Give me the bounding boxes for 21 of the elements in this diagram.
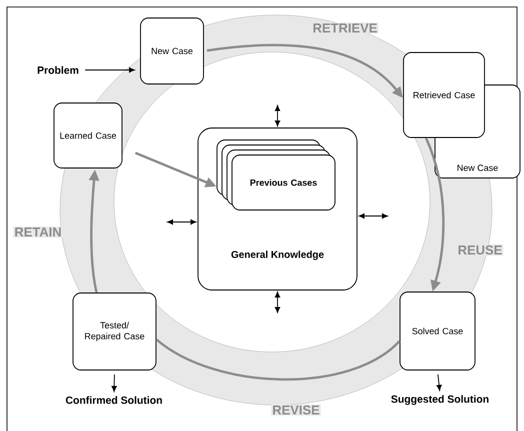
edge-label: REUSE bbox=[456, 244, 504, 256]
text-label: Confirmed Solution bbox=[66, 396, 162, 404]
arrow bbox=[84, 67, 135, 73]
case-box: Tested/ Repaired Case bbox=[72, 292, 156, 370]
case-box: New Case bbox=[140, 18, 204, 84]
edge-label: RETRIEVE bbox=[312, 22, 378, 34]
arrow bbox=[436, 374, 442, 391]
text-label: Problem bbox=[38, 66, 78, 74]
double-arrow bbox=[274, 105, 280, 126]
edge-label: REVISE bbox=[271, 404, 321, 416]
card-stack: Previous Cases bbox=[216, 140, 336, 210]
node-label: New Case bbox=[458, 164, 498, 172]
double-arrow bbox=[358, 213, 388, 219]
edge-label: RETAIN bbox=[13, 226, 63, 238]
case-box: Retrieved Case bbox=[403, 52, 485, 138]
arrow bbox=[112, 374, 117, 392]
double-arrow bbox=[167, 219, 196, 225]
case-box: Solved Case bbox=[400, 292, 476, 370]
case-box: Learned Case bbox=[54, 102, 122, 168]
text-label: Suggested Solution bbox=[391, 395, 488, 405]
double-arrow bbox=[274, 292, 280, 313]
